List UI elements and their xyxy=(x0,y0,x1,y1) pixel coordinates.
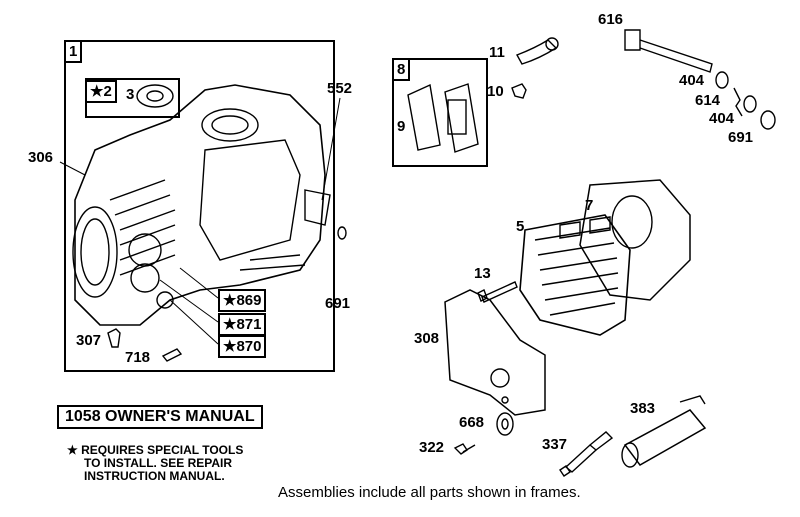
part-label-691-frame1: 691 xyxy=(325,295,351,312)
spark-plug-tool-drawing xyxy=(621,395,707,468)
part-label-3: 3 xyxy=(126,86,135,103)
part-label-614: 614 xyxy=(695,92,721,109)
part-label-322: 322 xyxy=(419,439,445,456)
part-label-718: 718 xyxy=(125,349,151,366)
assembly-frame-1 xyxy=(64,40,335,372)
part-label-383: 383 xyxy=(630,400,656,417)
part-label-871: ★871 xyxy=(218,313,267,336)
head-bolt-drawing xyxy=(477,281,518,303)
part-label-404-top: 404 xyxy=(679,72,705,89)
special-tools-footnote-line-2: TO INSTALL. SEE REPAIR xyxy=(84,456,233,470)
part-label-691-governor: 691 xyxy=(728,129,754,146)
part-label-306: 306 xyxy=(28,149,54,166)
part-label-616: 616 xyxy=(598,11,624,28)
part-label-13: 13 xyxy=(474,265,491,282)
part-label-2: ★2 xyxy=(85,80,117,103)
part-label-337: 337 xyxy=(542,436,568,453)
part-label-308: 308 xyxy=(414,330,440,347)
cylinder-head-drawing xyxy=(519,179,691,336)
spark-plug-drawing xyxy=(559,431,614,477)
part-label-552: 552 xyxy=(327,80,353,97)
part-label-869: ★869 xyxy=(218,289,267,312)
governor-shaft-drawing xyxy=(624,29,776,130)
screw-drawing xyxy=(453,443,476,455)
special-tools-footnote-line-3: INSTRUCTION MANUAL. xyxy=(84,469,225,483)
leader-lines-frame1 xyxy=(59,97,341,345)
frame-1-number: 1 xyxy=(64,40,83,63)
part-label-307: 307 xyxy=(76,332,102,349)
part-label-404-bottom: 404 xyxy=(709,110,735,127)
washer-drawing xyxy=(496,412,514,436)
pin-and-screw-drawings xyxy=(107,226,347,362)
owners-manual-label: 1058 OWNER'S MANUAL xyxy=(57,405,263,429)
breather-tube-drawing xyxy=(511,37,559,99)
frame-8-number: 8 xyxy=(392,58,411,81)
assembly-frame-8 xyxy=(392,58,488,167)
air-guide-drawing xyxy=(444,289,546,416)
part-label-9: 9 xyxy=(397,118,406,135)
seal-drawing xyxy=(136,84,174,108)
assemblies-caption: Assemblies include all parts shown in fr… xyxy=(278,484,581,501)
part-label-5: 5 xyxy=(516,218,525,235)
valve-cover-gasket-drawing xyxy=(407,83,479,153)
crankcase-drawing xyxy=(72,84,331,326)
special-tools-footnote-line-1: ★ REQUIRES SPECIAL TOOLS xyxy=(67,443,244,457)
part-label-10: 10 xyxy=(487,83,504,100)
part-label-11: 11 xyxy=(489,44,505,61)
part-label-668: 668 xyxy=(459,414,485,431)
part-label-7: 7 xyxy=(585,197,594,214)
part-label-870: ★870 xyxy=(218,335,267,358)
